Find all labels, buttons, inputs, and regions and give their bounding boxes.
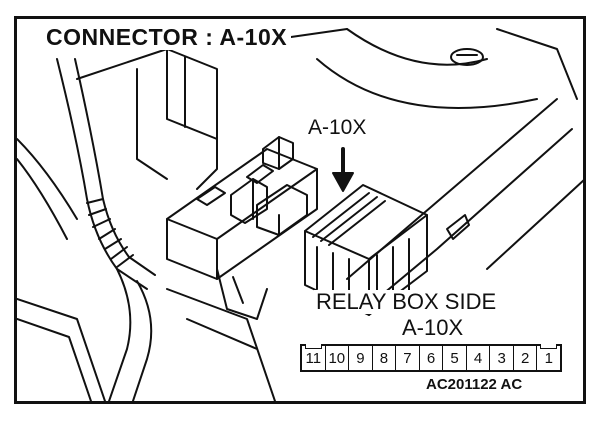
relay-box-connector-label: A-10X	[400, 315, 466, 340]
pin-3: 3	[490, 346, 514, 370]
pin-10: 10	[326, 346, 350, 370]
diagram-title: CONNECTOR : A-10X	[42, 24, 292, 50]
figure-code: AC201122 AC	[424, 376, 525, 394]
pin-8: 8	[373, 346, 397, 370]
connector-callout-label: A-10X	[306, 116, 369, 140]
housing-block-left	[76, 48, 218, 190]
pin-7: 7	[396, 346, 420, 370]
pin-5: 5	[443, 346, 467, 370]
lower-bracket	[17, 268, 277, 401]
relay-box-side-label: RELAY BOX SIDE	[314, 289, 499, 314]
wiring-harness	[17, 58, 156, 401]
diagram-frame	[14, 16, 586, 404]
pin-1: 1	[537, 344, 560, 370]
pin-6: 6	[420, 346, 444, 370]
fender-lines	[346, 98, 583, 300]
reservoir-cap	[276, 28, 578, 109]
pin-2: 2	[514, 346, 538, 370]
pin-9: 9	[349, 346, 373, 370]
pin-4: 4	[467, 346, 491, 370]
arrow-down-icon	[332, 147, 354, 192]
pin-11: 11	[302, 344, 326, 370]
connector-pinout: 11 10 9 8 7 6 5 4 3 2 1	[300, 344, 562, 372]
engine-bay-illustration	[17, 28, 583, 401]
relay-block	[166, 136, 318, 280]
